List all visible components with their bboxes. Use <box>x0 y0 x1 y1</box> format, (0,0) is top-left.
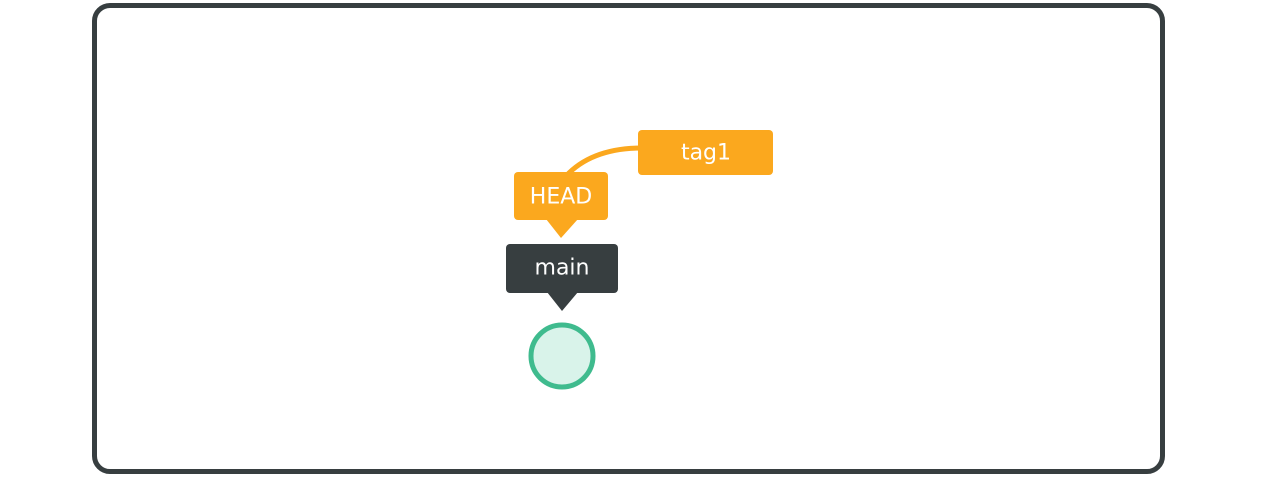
branch-label[interactable]: main <box>506 244 618 311</box>
diagram-frame <box>92 3 1165 474</box>
head-label-text: HEAD <box>530 185 592 210</box>
tag-connector <box>564 145 643 178</box>
tag-label-text: tag1 <box>681 141 731 166</box>
commit-node[interactable] <box>528 322 596 390</box>
head-label[interactable]: HEAD <box>514 172 608 238</box>
branch-label-text: main <box>535 256 590 281</box>
tag-label[interactable]: tag1 <box>638 130 773 175</box>
